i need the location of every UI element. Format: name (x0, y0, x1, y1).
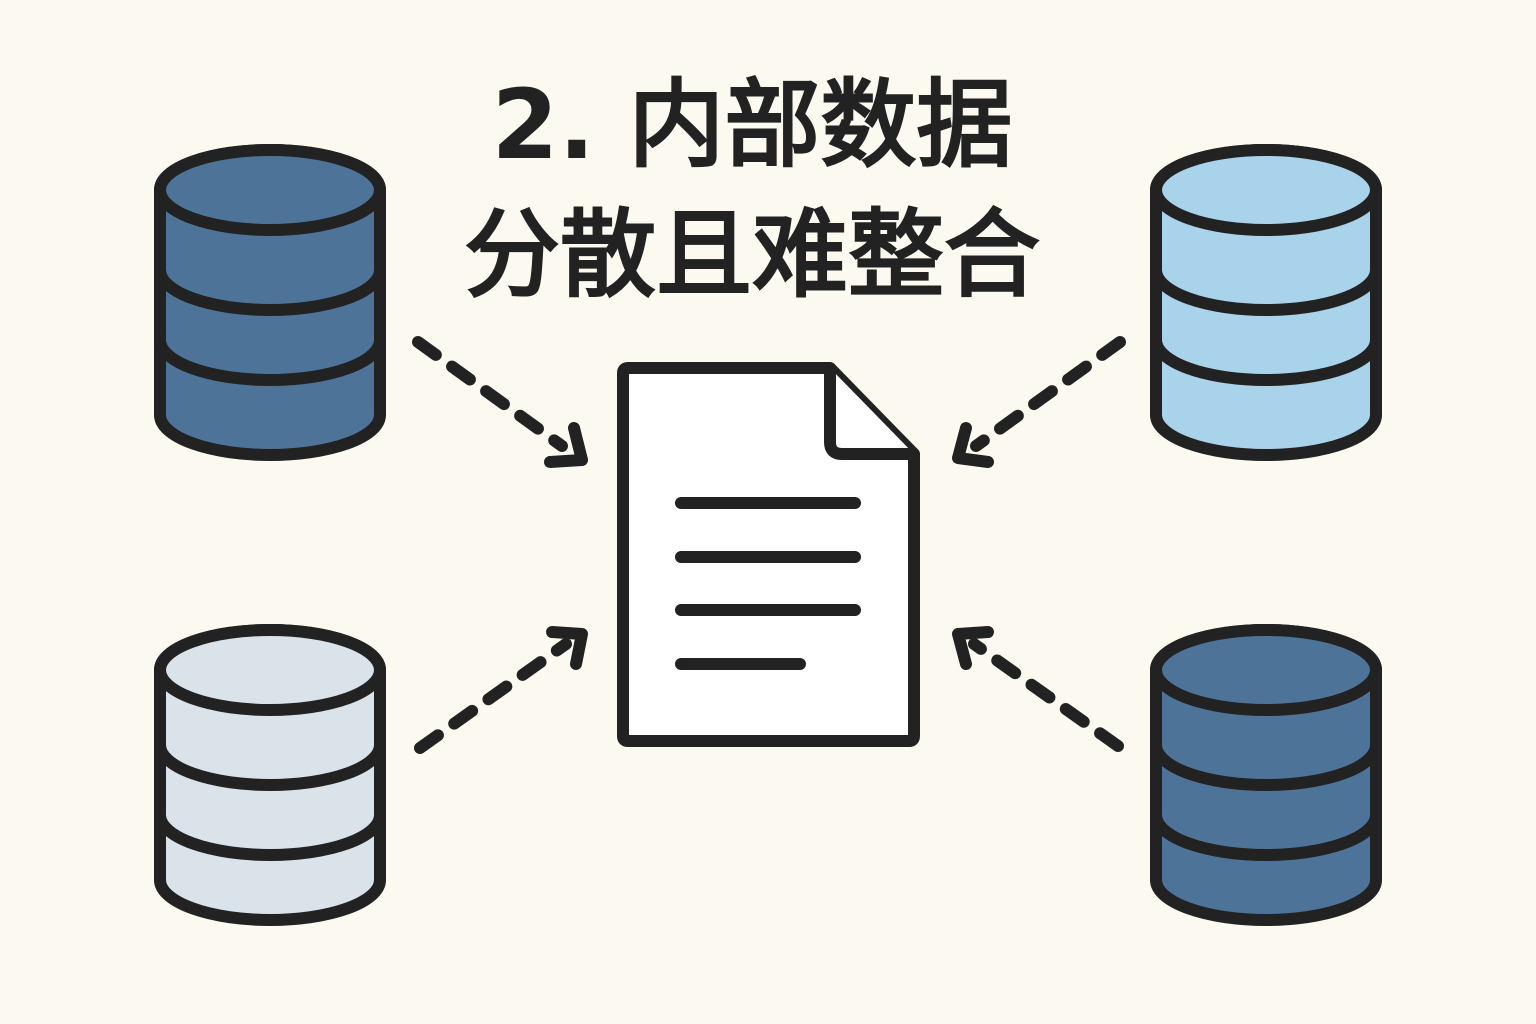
arrow-shaft (970, 336, 1126, 452)
arrowhead (952, 626, 994, 670)
database-icon-top-left (154, 144, 386, 461)
database-band-2 (154, 334, 386, 386)
database-band-2 (154, 809, 386, 861)
arrow-bottom-right (952, 626, 1124, 752)
arrow-shaft (968, 638, 1124, 752)
database-band-1 (1150, 739, 1382, 791)
database-band-2 (1150, 334, 1382, 386)
arrow-shaft (414, 638, 572, 754)
database-band-2 (1150, 809, 1382, 861)
title-line-1: 2. 内部数据 (492, 69, 1013, 181)
database-icon-top-right (1150, 144, 1382, 461)
document-icon (617, 362, 920, 747)
database-icon-bottom-left (154, 624, 386, 926)
arrow-top-left (412, 336, 588, 468)
arrow-top-right (952, 336, 1126, 468)
document-folded-corner (824, 368, 914, 460)
arrowhead (544, 422, 588, 468)
database-top (1150, 624, 1382, 716)
arrowhead (546, 626, 588, 670)
database-top (154, 144, 386, 236)
database-top (154, 624, 386, 716)
database-top (1150, 144, 1382, 236)
arrow-shaft (412, 336, 568, 452)
database-band-1 (1150, 264, 1382, 316)
database-band-1 (154, 739, 386, 791)
arrow-bottom-left (414, 626, 588, 754)
database-icon-bottom-right (1150, 624, 1382, 926)
arrowhead (952, 422, 994, 468)
database-band-1 (154, 264, 386, 316)
title-line-2: 分散且难整合 (464, 199, 1040, 311)
